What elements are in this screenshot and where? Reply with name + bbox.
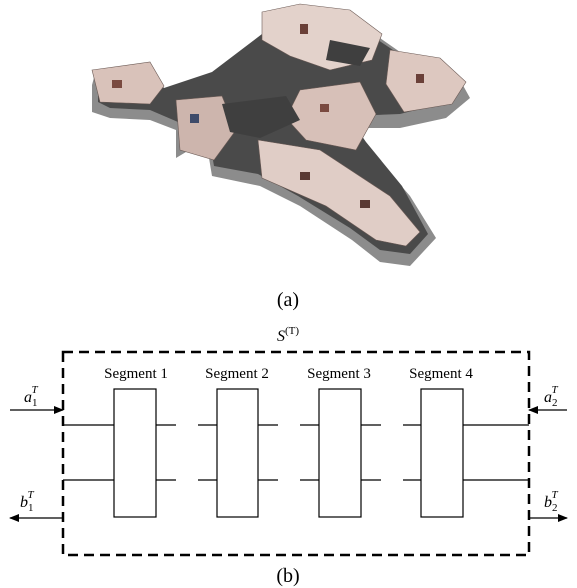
- segment-1-label: Segment 1: [104, 366, 168, 382]
- port-arrows: [10, 410, 567, 518]
- segment-labels: Segment 1 Segment 2 Segment 3 Segment 4: [104, 366, 473, 382]
- painting: [360, 200, 370, 208]
- segment-3-block: [319, 389, 361, 517]
- painting: [190, 114, 199, 123]
- port-b1-label: b1T: [20, 489, 35, 514]
- museum-3d-model: [92, 4, 470, 266]
- system-boundary: [63, 352, 529, 555]
- panel-a-caption: (a): [277, 289, 299, 311]
- port-a2-label: a2T: [544, 384, 559, 409]
- port-labels: a1T b1T a2T b2T: [20, 384, 559, 514]
- segment-4-label: Segment 4: [409, 366, 473, 382]
- connection-lines: [63, 425, 529, 480]
- system-label: S(T): [277, 325, 299, 345]
- port-b2-label: b2T: [544, 489, 559, 514]
- painting: [300, 24, 308, 34]
- segment-1-block: [114, 389, 156, 517]
- segment-2-label: Segment 2: [205, 366, 269, 382]
- wall-cluster-left: [92, 62, 164, 104]
- segment-blocks: [114, 389, 463, 517]
- panel-b-caption: (b): [276, 565, 299, 587]
- segment-2-block: [217, 389, 258, 517]
- segment-3-label: Segment 3: [307, 366, 371, 382]
- painting: [112, 80, 122, 88]
- painting: [300, 172, 310, 180]
- painting: [416, 74, 424, 83]
- painting: [320, 104, 329, 112]
- segment-4-block: [421, 389, 463, 517]
- port-a1-label: a1T: [24, 384, 39, 409]
